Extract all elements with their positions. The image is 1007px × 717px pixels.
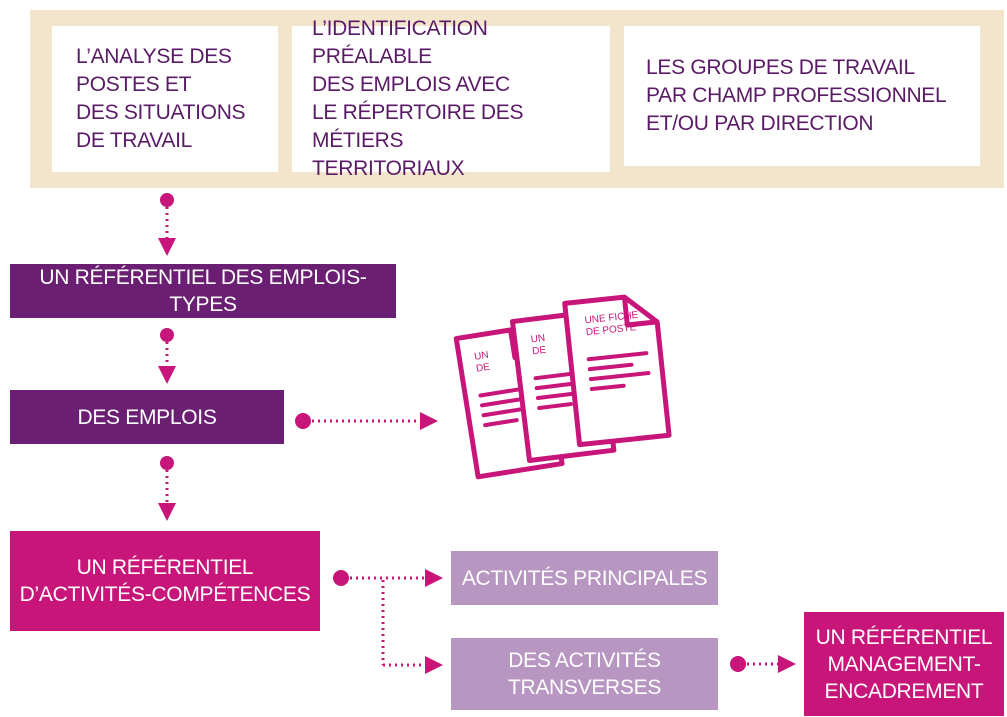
dotted-arrow-icon — [333, 569, 443, 674]
box-label: UN RÉFÉRENTIEL DES EMPLOIS-TYPES — [39, 266, 367, 316]
box-label: ACTIVITÉS PRINCIPALES — [461, 566, 708, 590]
document-title-line: DE — [532, 345, 547, 358]
source-card-analyse: L’ANALYSE DES POSTES ET DES SITUATIONS D… — [52, 26, 278, 172]
source-card-label: LES GROUPES DE TRAVAIL PAR CHAMP PROFESS… — [646, 56, 947, 135]
box-referentiel-management-encadrement: UN RÉFÉRENTIEL MANAGEMENT- ENCADREMENT — [804, 612, 1004, 716]
dotted-arrow-icon — [158, 193, 176, 256]
box-label: DES EMPLOIS — [77, 405, 217, 429]
box-referentiel-emplois-types: UN RÉFÉRENTIEL DES EMPLOIS-TYPES — [10, 264, 396, 318]
source-card-groupes: LES GROUPES DE TRAVAIL PAR CHAMP PROFESS… — [624, 26, 980, 166]
box-label: UN RÉFÉRENTIEL MANAGEMENT- ENCADREMENT — [815, 625, 993, 703]
box-label: UN RÉFÉRENTIEL D’ACTIVITÉS-COMPÉTENCES — [19, 556, 311, 606]
document-title-line: DE — [475, 362, 491, 375]
dotted-arrow-icon — [158, 456, 176, 521]
fiches-de-poste-illustration: UN DE UN DE UNE FICHE DE POSTE — [453, 294, 672, 480]
document-icon: UNE FICHE DE POSTE — [562, 294, 672, 448]
source-card-label: L’IDENTIFICATION PRÉALABLE DES EMPLOIS A… — [312, 17, 524, 180]
document-title-line: UN — [530, 333, 546, 346]
box-activites-principales: ACTIVITÉS PRINCIPALES — [451, 551, 718, 605]
box-activites-transverses: DES ACTIVITÉS TRANSVERSES — [451, 638, 718, 710]
document-title-line: UN — [474, 350, 490, 363]
box-label: DES ACTIVITÉS TRANSVERSES — [507, 649, 662, 699]
dotted-arrow-icon — [730, 655, 796, 673]
dotted-arrow-icon — [295, 412, 438, 430]
dotted-arrow-icon — [158, 328, 176, 384]
box-referentiel-activites-competences: UN RÉFÉRENTIEL D’ACTIVITÉS-COMPÉTENCES — [10, 531, 320, 631]
source-card-label: L’ANALYSE DES POSTES ET DES SITUATIONS D… — [76, 45, 246, 152]
source-card-identification: L’IDENTIFICATION PRÉALABLE DES EMPLOIS A… — [292, 17, 610, 180]
document-title-line: DE POSTE — [585, 322, 637, 338]
box-des-emplois: DES EMPLOIS — [10, 390, 284, 444]
